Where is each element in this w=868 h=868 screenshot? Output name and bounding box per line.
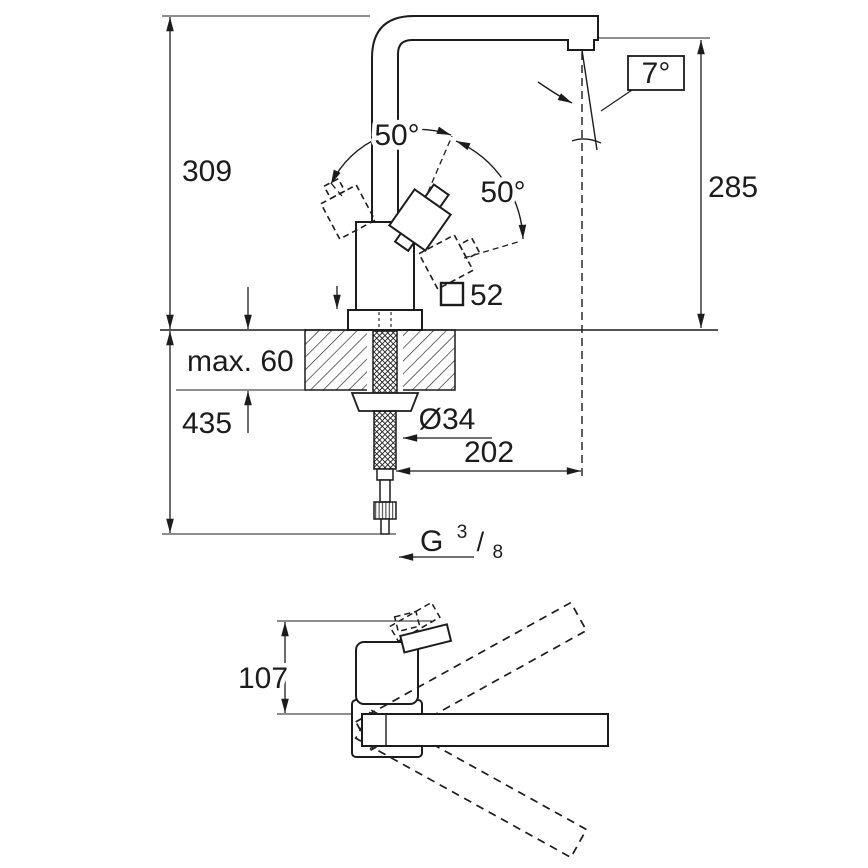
dim-dia34-label: Ø34 bbox=[419, 403, 476, 436]
spray-angle-arrow bbox=[537, 81, 573, 104]
dim-107-label: 107 bbox=[238, 662, 288, 695]
handle-dashed-positions bbox=[319, 177, 481, 291]
dim-202-label: 202 bbox=[464, 436, 514, 469]
spout-outline bbox=[371, 15, 599, 226]
handle-angle-right-label: 50° bbox=[480, 176, 525, 209]
thread-slash: / bbox=[477, 527, 485, 557]
handle-solid bbox=[387, 183, 453, 253]
handle-dashed-left bbox=[319, 177, 377, 241]
dim-285-label: 285 bbox=[708, 171, 758, 204]
top-spout-solid bbox=[361, 713, 609, 747]
thread-g: G bbox=[420, 525, 443, 558]
dim-435-label: 435 bbox=[182, 407, 232, 440]
extension-lines bbox=[162, 15, 710, 715]
top-lever-dashed bbox=[388, 601, 441, 643]
dim-52-label: 52 bbox=[470, 279, 503, 312]
labels: 309 435 285 7° 50° 50° 52 max. 60 Ø34 20… bbox=[182, 57, 758, 700]
hose-tube bbox=[379, 479, 391, 503]
top-view bbox=[351, 601, 609, 859]
g38-fitting bbox=[373, 501, 397, 520]
side-view bbox=[160, 15, 718, 535]
g38-end-tube bbox=[380, 518, 390, 535]
dimension-lines bbox=[162, 15, 710, 715]
spray-angle-callout-box bbox=[627, 55, 685, 91]
spray-angle-line bbox=[581, 49, 598, 151]
handle-arc-right bbox=[455, 140, 527, 240]
dim-max60-label: max. 60 bbox=[187, 345, 294, 378]
thread-numerator: 3 bbox=[457, 522, 468, 543]
handle-angle-left-label: 50° bbox=[374, 119, 419, 152]
spray-angle-arc bbox=[571, 138, 602, 144]
spray-angle-leader bbox=[600, 89, 633, 112]
threaded-shank bbox=[372, 330, 398, 394]
spray-angle-label: 7° bbox=[642, 57, 671, 90]
handle-dashed-right bbox=[417, 233, 481, 291]
square-symbol bbox=[439, 281, 465, 307]
handle-arc-ticks bbox=[329, 135, 522, 259]
annotations bbox=[329, 49, 685, 477]
base-escutcheon bbox=[347, 309, 423, 331]
dim-309-label: 309 bbox=[182, 155, 232, 188]
handle-arc-left bbox=[330, 126, 452, 185]
top-lever-solid bbox=[399, 623, 453, 654]
hose-step-connector bbox=[376, 468, 394, 481]
mounting-nut bbox=[350, 392, 420, 412]
thread-label: G 3 / 8 bbox=[420, 512, 503, 563]
thread-denominator: 8 bbox=[492, 542, 503, 563]
braided-hose bbox=[373, 410, 397, 470]
base-hidden-lines bbox=[378, 312, 392, 329]
